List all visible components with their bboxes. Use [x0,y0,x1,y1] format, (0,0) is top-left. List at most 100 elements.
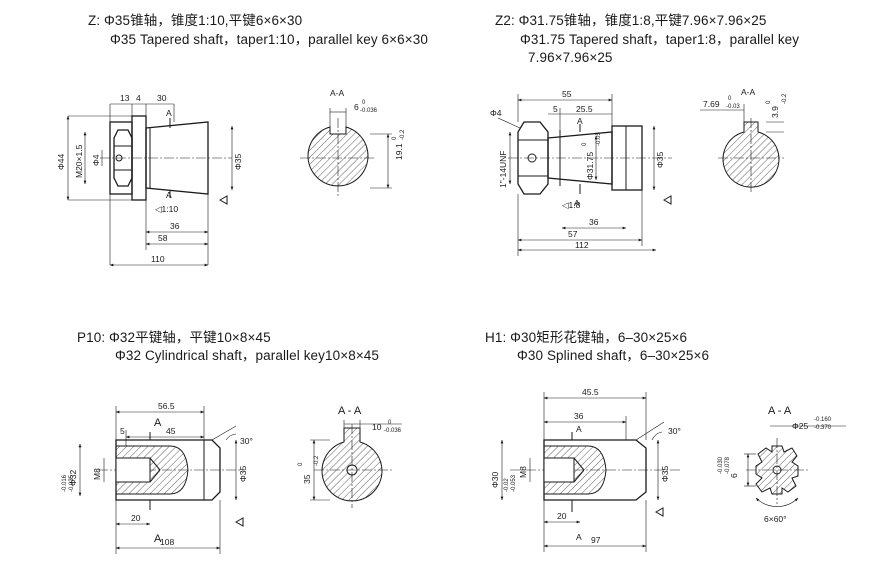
z2-key-h-lo: -0.2 [782,93,788,104]
h1-side-view: 45.5 36 A A 20 97 30° Φ30 -0.02 -0.053 M… [490,387,681,552]
h1-dim-phi30: Φ30 [490,471,500,488]
z-dim-30: 30 [157,93,167,103]
z2-dim-55: 55 [562,89,572,99]
p10-key-h-lo: -0.2 [314,455,320,466]
p10-side-view: 56.5 5 45 A A 20 108 30° Φ32 -0.016 -0.0… [62,401,253,554]
h1-section-label: A - A [768,405,792,417]
h1-sec-n: 6×60° [764,514,787,524]
h1-dim-20: 20 [557,511,567,521]
z-dim-phi4: Φ4 [91,154,101,166]
z2-section-label: A-A [741,87,756,97]
z2-key-h-up: 0 [766,100,772,104]
z-dim-phi44: Φ44 [56,153,66,170]
z2-dim-phi31-lo: -0.05 [596,132,602,146]
z-sec-a-top: A [166,108,172,118]
p10-key-w: 10 [372,422,382,432]
z-dim-m20: M20×1.5 [74,144,84,178]
z2-dim-5: 5 [553,104,558,114]
h1-sec-dia: Φ25 [792,421,809,431]
h1-sec-w: 6 [729,473,739,478]
z-section-view: A-A 6 0 -0.036 19.1 0 -0.2 [300,88,406,198]
h1-sec-dia-lo: -0.370 [814,425,832,431]
z2-section-view: A-A 7.69 0 -0.03 3.9 0 -0.2 [700,87,788,194]
h1-dim-phi30-up: -0.02 [504,478,510,492]
z-dim-58: 58 [158,233,168,243]
z2-sec-a-bottom: A [574,198,580,208]
z-dim-4: 4 [136,93,141,103]
z-title-cn: Z: Φ35锥轴，锥度1:10,平键6×6×30 [88,13,303,28]
h1-sec-a-top: A [576,424,582,434]
z-section-label: A-A [330,88,345,98]
z-sec-a-bottom: A [166,190,172,200]
z-key-h-up: 0 [392,136,398,140]
p10-key-w-up: 0 [388,420,392,426]
z2-title-en-1: Φ31.75 Tapered shaft，taper1:8，parallel k… [520,32,800,47]
p10-sec-a-bottom: A [154,533,162,545]
p10-key-h-up: 0 [298,462,304,466]
z2-dim-phi4: Φ4 [490,108,502,118]
p10-dim-20: 20 [131,513,141,523]
z-key-h: 19.1 [394,143,404,160]
z2-dim-phi31: Φ31.75 [585,152,595,180]
p10-title-cn: P10: Φ32平键轴，平键10×8×45 [77,330,271,345]
h1-angle: 30° [668,426,681,436]
h1-title-cn: H1: Φ30矩形花键轴，6–30×25×6 [485,330,688,345]
z-key-w-up: 0 [362,100,366,106]
z2-key-w: 7.69 [703,99,720,109]
p10-key-w-lo: -0.036 [384,428,402,434]
p10-dim-5: 5 [120,426,125,436]
h1-sec-a-bottom: A [576,532,582,542]
p10-dim-45: 45 [166,426,176,436]
z-dim-36: 36 [170,221,180,231]
z2-dim-25-5: 25.5 [576,104,593,114]
p10-title-en: Φ32 Cylindrical shaft，parallel key10×8×4… [115,348,380,363]
h1-sec-w-up: -0.030 [718,456,724,474]
h1-dim-phi35: Φ35 [660,465,670,482]
z-dim-13: 13 [120,93,130,103]
h1-sec-w-lo: -0.078 [725,456,731,474]
z-dim-phi35: Φ35 [233,153,243,170]
h1-dim-m8: M8 [518,466,528,478]
p10-dim-phi32: Φ32 [68,469,78,486]
z2-dim-phi35: Φ35 [655,151,665,168]
z2-key-w-up: 0 [728,96,732,102]
z2-dim-unf: 1"-14UNF [498,151,508,189]
z2-key-w-lo: -0.03 [726,104,740,110]
h1-dim-97: 97 [591,535,601,545]
z2-dim-112: 112 [575,240,589,250]
z2-dim-36: 36 [589,217,599,227]
p10-section-label: A - A [338,405,362,417]
z-key-w-lo: -0.036 [360,108,378,114]
z2-side-view: 55 5 25.5 A A ◁1:8 36 57 112 Φ4 1"-14UNF… [490,89,672,256]
h1-title-en: Φ30 Splined shaft，6–30×25×6 [517,348,710,363]
p10-sec-a-top: A [154,417,162,429]
p10-dim-56-5: 56.5 [158,401,175,411]
p10-dim-phi32-lo: -0.035 [69,474,75,492]
p10-section-view: A - A 10 0 -0.036 35 0 -0.2 [298,405,402,508]
z2-title-cn: Z2: Φ31.75锥轴，锥度1:8,平键7.96×7.96×25 [495,13,767,28]
z-dim-110: 110 [151,254,165,264]
h1-dim-phi30-lo: -0.053 [511,474,517,492]
p10-key-h: 35 [302,474,312,484]
p10-angle: 30° [240,436,253,446]
p10-dim-phi32-up: -0.016 [62,474,68,492]
z-taper: ◁1:10 [155,204,178,214]
p10-dim-phi35: Φ35 [238,465,248,482]
z-title-en: Φ35 Tapered shaft，taper1:10，parallel key… [110,32,428,47]
p10-dim-m8: M8 [92,468,102,480]
h1-dim-36: 36 [574,411,584,421]
z-key-w: 6 [354,102,359,112]
h1-dim-45-5: 45.5 [582,387,599,397]
p10-dim-108: 108 [160,537,174,547]
z2-title-en-2: 7.96×7.96×25 [528,50,613,65]
h1-sec-dia-up: -0.160 [814,417,832,423]
z2-dim-phi31-up: 0 [582,142,588,146]
z-key-h-lo: -0.2 [400,129,406,140]
z2-dim-57: 57 [568,229,578,239]
z2-key-h: 3.9 [770,106,780,118]
z2-sec-a-top: A [577,116,583,126]
z-side-view: 13 4 30 A A 36 ◁1:10 58 110 Φ44 M20×1.5 … [56,93,243,267]
h1-section-view: A - A Φ25 -0.160 -0.370 6 -0.030 -0.078 … [718,405,846,524]
z2-taper: ◁1:8 [562,200,581,210]
